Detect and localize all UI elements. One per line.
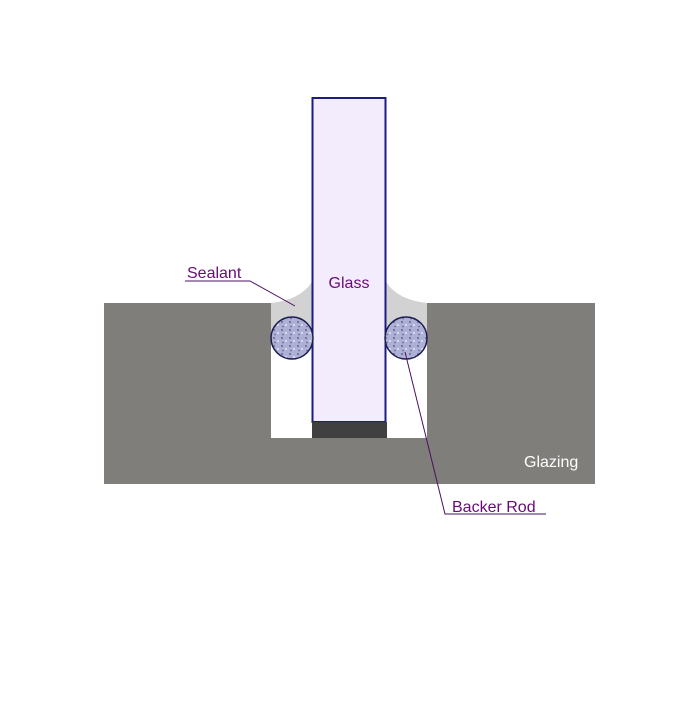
glass-label: Glass	[329, 275, 370, 292]
sealant-leader-line	[185, 280, 296, 307]
setting-block	[312, 422, 387, 438]
glass-pane	[311, 97, 387, 423]
sealant-label: Sealant	[187, 265, 242, 282]
glazing-label: Glazing	[524, 454, 578, 471]
backer-rod-right	[384, 316, 428, 360]
backer-rod-left	[270, 316, 314, 360]
backer-rod-leader-line	[404, 351, 546, 515]
glazing-frame	[104, 303, 595, 484]
backer-rod-label: Backer Rod	[452, 499, 536, 516]
